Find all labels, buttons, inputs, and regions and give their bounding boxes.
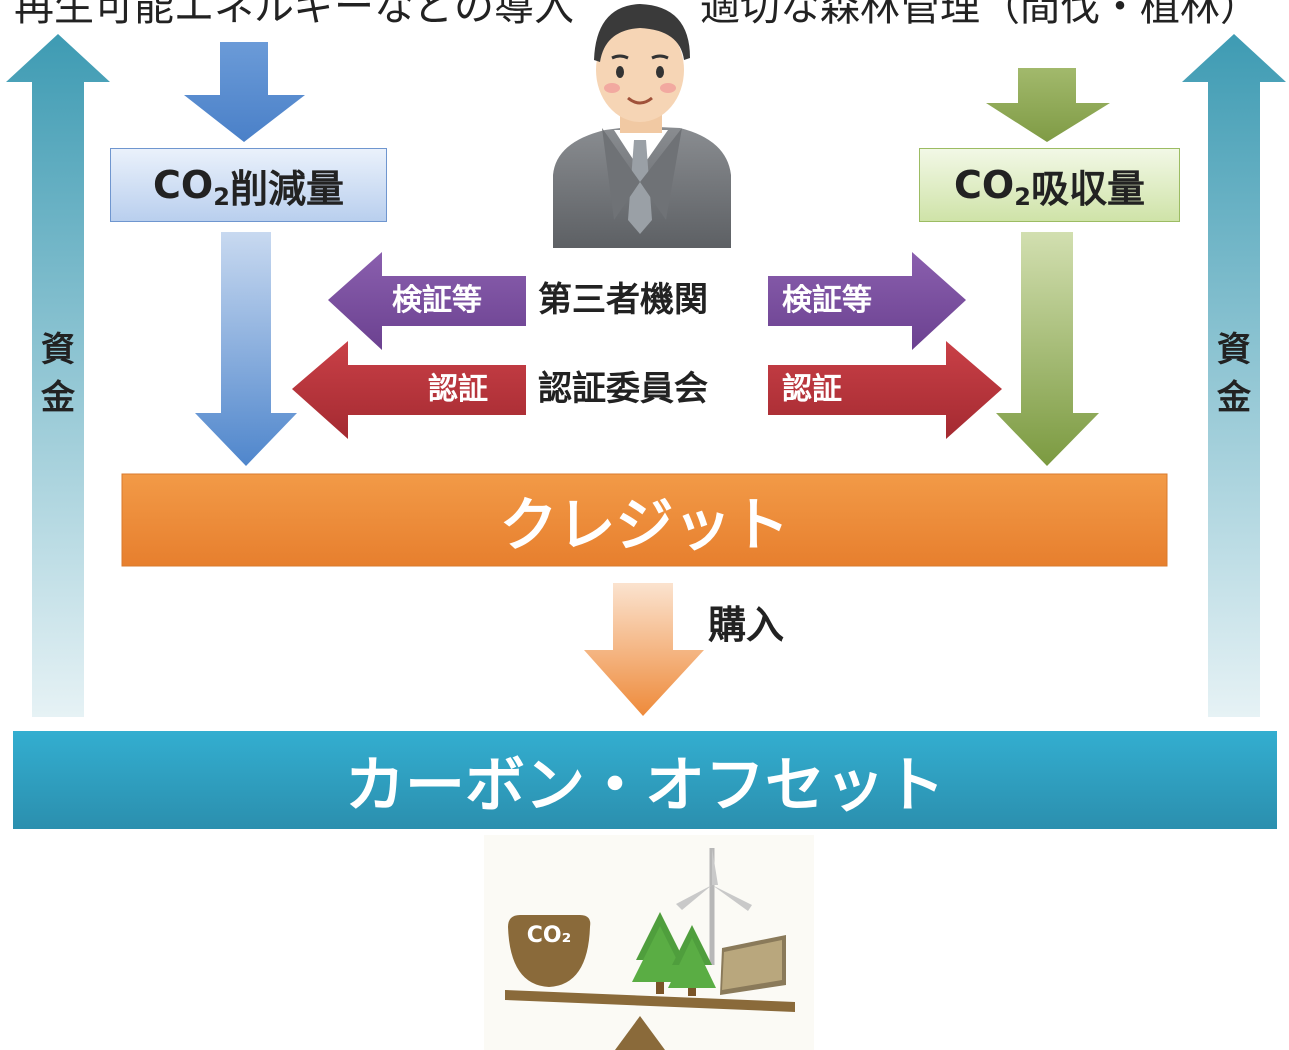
credit-bar-bg (121, 473, 1168, 567)
co2-reduction-suffix: 削減量 (229, 166, 344, 211)
right-fund-label-text: 資金 (1217, 330, 1251, 418)
right-fund-arrow (1182, 34, 1286, 717)
left-fund-arrow (6, 34, 110, 717)
credit-bar-label: クレジット (499, 491, 790, 559)
header-right-text: 適切な森林管理（間伐・植林） (700, 0, 1260, 30)
offset-bar-bg (13, 731, 1277, 829)
header-left-text: 再生可能エネルギーなどの導入 (14, 0, 574, 30)
purchase-arrow (584, 583, 704, 716)
red-right-arrow (768, 341, 1002, 439)
right-fund-label: 資金 (1204, 326, 1264, 422)
purple-left-arrow (328, 252, 526, 350)
purple-right-arrow (768, 252, 966, 350)
green-small-arrow (986, 68, 1110, 142)
left-fund-label: 資金 (28, 326, 88, 422)
balance-illustration (484, 835, 814, 1050)
right-verification-tag: 検証等 (782, 283, 872, 318)
co2-absorption-prefix: CO (954, 163, 1015, 207)
left-fund-label-text: 資金 (41, 330, 75, 418)
blue-small-arrow (184, 42, 305, 142)
co2-absorption-sub: 2 (1014, 183, 1031, 211)
red-left-arrow (292, 341, 526, 439)
right-certification-tag: 認証 (782, 372, 842, 407)
co2-badge-text: CO₂ (526, 923, 572, 948)
committee-label: 認証委員会 (538, 369, 708, 409)
co2-reduction-sub: 2 (213, 183, 230, 211)
businessman-illustration (553, 4, 731, 248)
carbon-offset-label: カーボン・オフセット (345, 750, 945, 821)
green-down-arrow (996, 232, 1099, 466)
purchase-label: 購入 (708, 603, 785, 647)
left-verification-tag: 検証等 (392, 283, 482, 318)
co2-absorption-suffix: 吸収量 (1030, 166, 1145, 211)
co2-reduction-prefix: CO (153, 163, 214, 207)
third-party-label: 第三者機関 (538, 280, 708, 320)
blue-down-arrow (195, 232, 297, 466)
left-certification-tag: 認証 (428, 372, 488, 407)
